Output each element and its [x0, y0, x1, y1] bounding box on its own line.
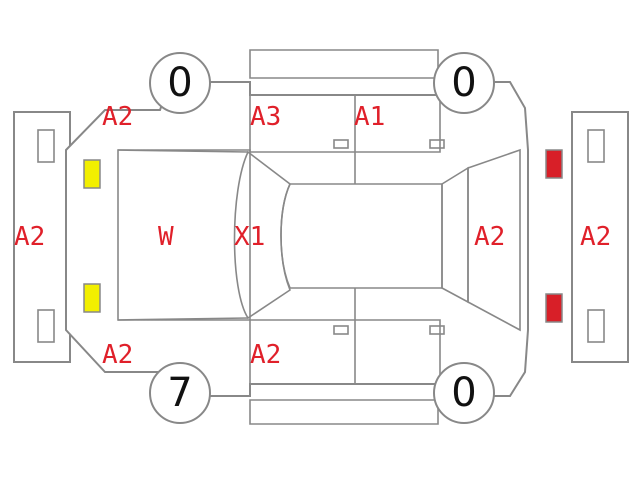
tire-front-right-value: 7 [167, 370, 193, 416]
tire-rear-right-value: 0 [451, 370, 477, 416]
tire-front-right [149, 362, 211, 424]
tire-rear-right [433, 362, 495, 424]
label-front-bumper: A2 [14, 222, 46, 252]
label-front-left-door: A3 [250, 102, 282, 132]
label-roof: A2 [474, 222, 506, 252]
tire-front-left [149, 52, 211, 114]
label-front-right-corner: A2 [102, 340, 134, 370]
label-front-left-corner: A2 [102, 102, 134, 132]
front-bumper [13, 111, 71, 363]
tire-rear-left [433, 52, 495, 114]
label-hood: W [158, 222, 174, 252]
label-rear-bumper: A2 [580, 222, 612, 252]
taillight-upper [545, 149, 563, 179]
tire-rear-left-value: 0 [451, 60, 477, 106]
label-front-right-door: A2 [250, 340, 282, 370]
tire-front-left-value: 0 [167, 60, 193, 106]
headlight-upper [83, 159, 101, 189]
label-windshield: X1 [234, 222, 266, 252]
label-rear-left-door: A1 [354, 102, 386, 132]
taillight-lower [545, 293, 563, 323]
headlight-lower [83, 283, 101, 313]
rear-bumper [571, 111, 629, 363]
